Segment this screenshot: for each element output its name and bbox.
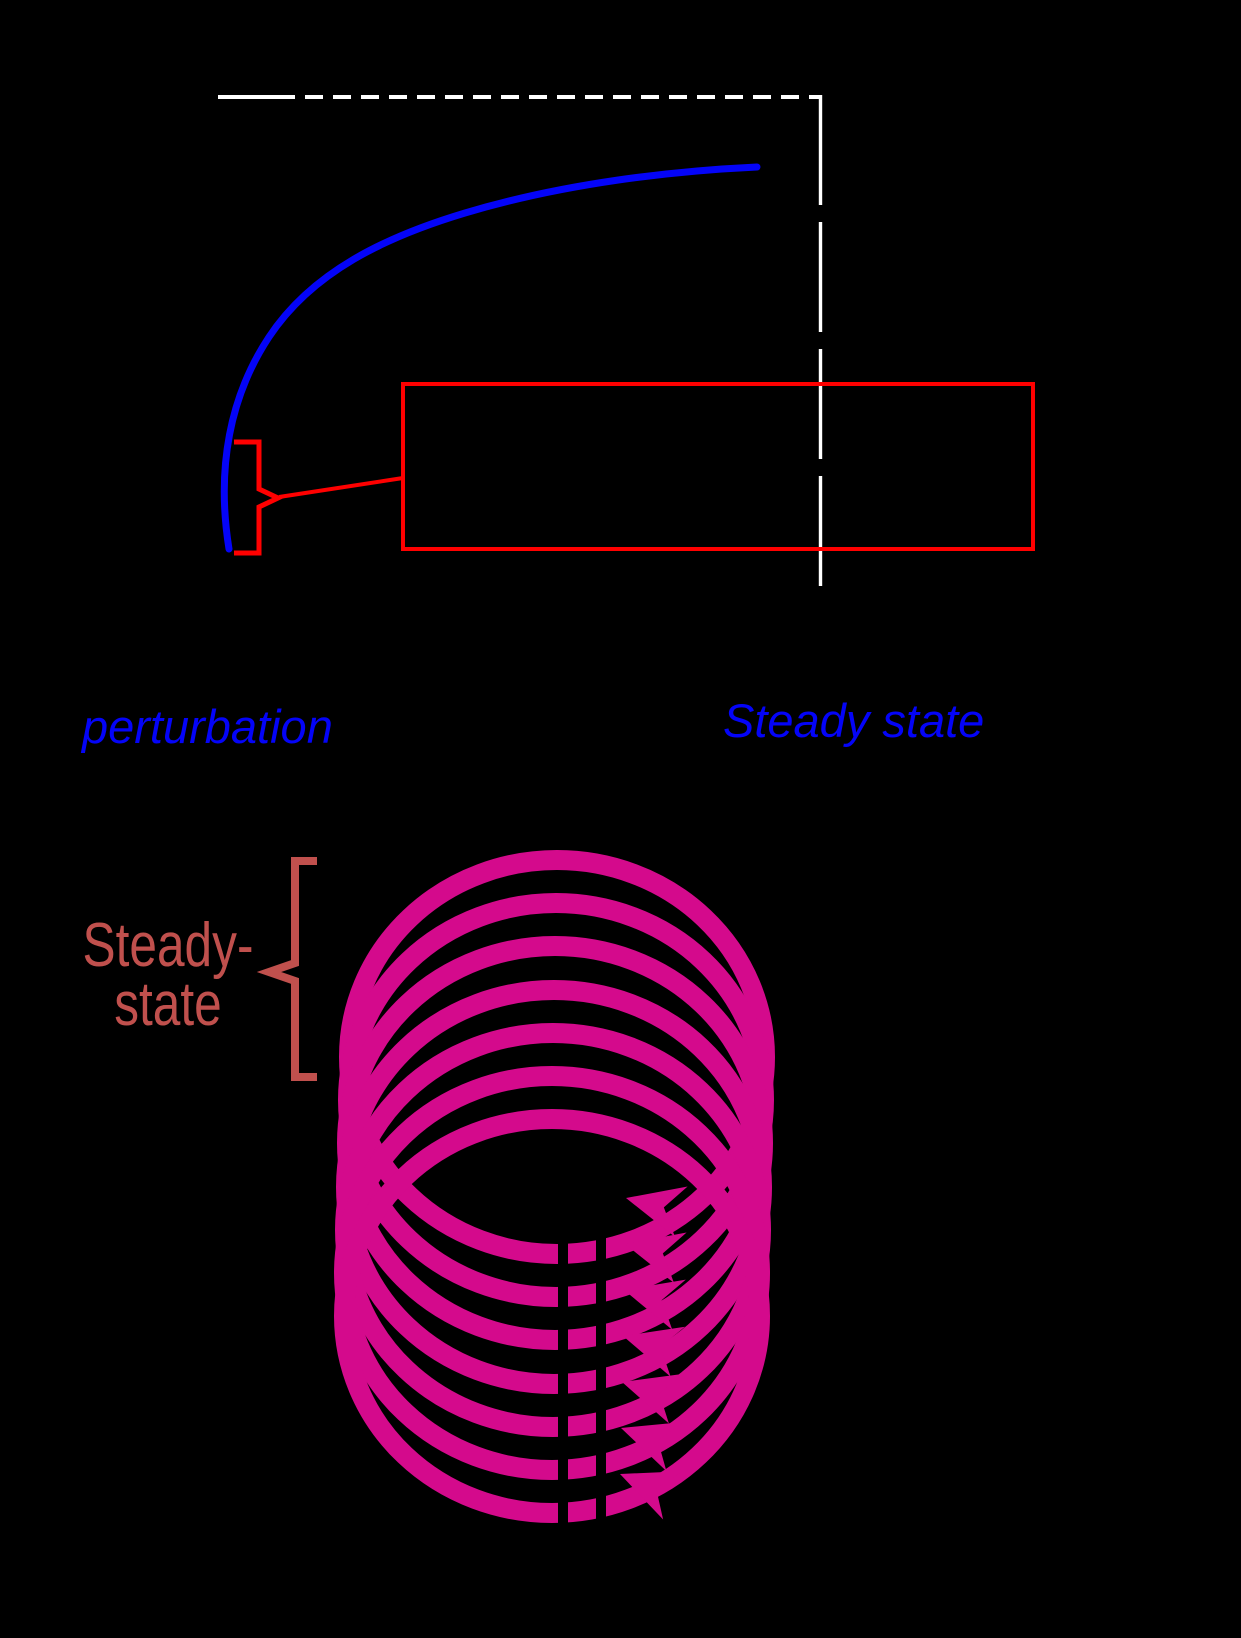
spiral-gap-column-left: [558, 1236, 568, 1526]
spiral-direction-arrow: [626, 1186, 688, 1238]
magnetization-buildup-curve: [220, 163, 761, 553]
brace-connector-line: [278, 476, 404, 499]
spiral-direction-arrow: [622, 1373, 685, 1424]
steady-state-brace: [256, 857, 317, 1081]
spiral-direction-arrow: [623, 1326, 685, 1377]
steady-state-annotation-line1: Steady-: [82, 911, 254, 980]
callout-box: [401, 382, 1035, 551]
initial-points-brace: [234, 439, 284, 556]
spiral-direction-arrow: [624, 1279, 686, 1330]
spiral-direction-arrow: [621, 1421, 684, 1472]
steady-state-spiral: [256, 850, 775, 1526]
perturbation-label: perturbation: [82, 700, 333, 753]
spiral-ring: [334, 1109, 770, 1523]
spiral-gap-column-right: [596, 1236, 606, 1526]
steady-state-annotation-line2: state: [114, 969, 222, 1039]
spiral-direction-arrow: [620, 1471, 683, 1520]
spiral-direction-arrow: [625, 1232, 687, 1284]
buildup-chart: [218, 95, 1035, 589]
steady-state-label: Steady state: [723, 694, 985, 747]
steady-state-annotation: Steady- state: [68, 911, 268, 1039]
